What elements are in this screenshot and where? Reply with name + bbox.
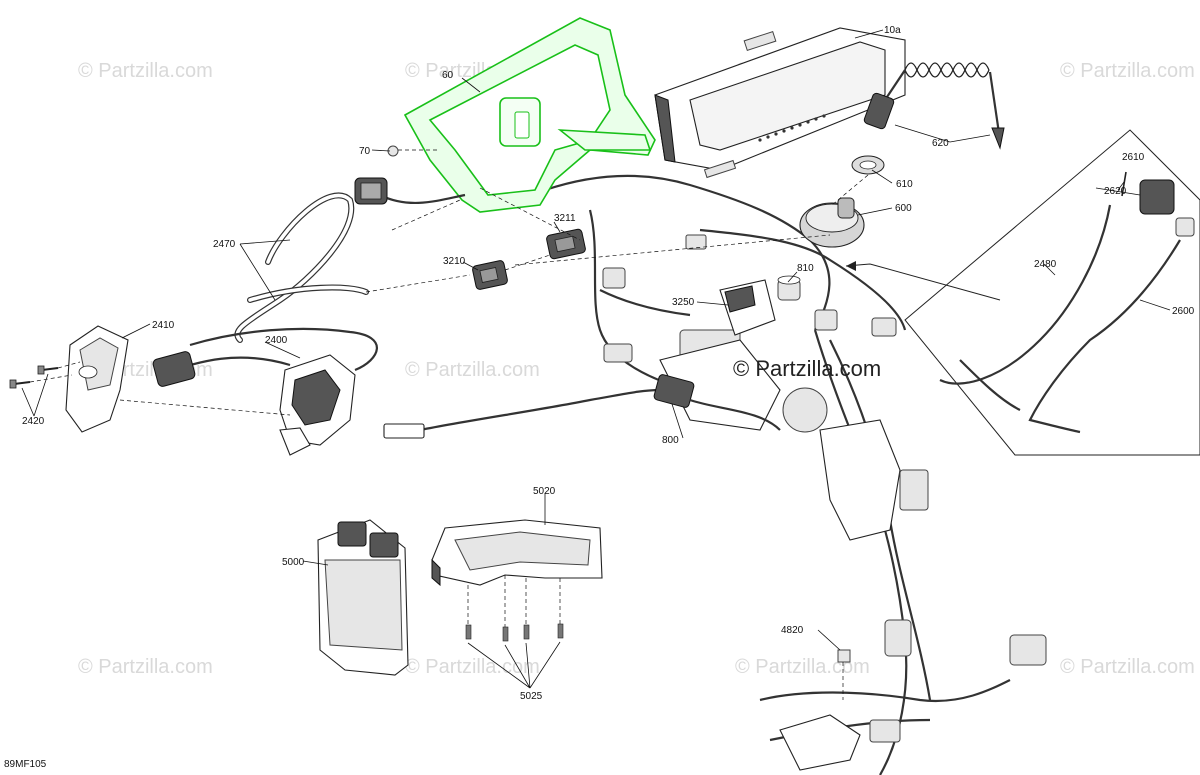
- harness-connector: [603, 343, 633, 363]
- harness-connector: [871, 317, 897, 337]
- harness-bracket: [819, 419, 901, 541]
- part-3211-connector[interactable]: [546, 228, 586, 260]
- callout-60[interactable]: 60: [442, 70, 454, 81]
- callout-10a[interactable]: 10a: [884, 25, 901, 36]
- callout-2470[interactable]: 2470: [213, 239, 236, 250]
- callout-4820[interactable]: 4820: [781, 625, 804, 636]
- part-800-connector[interactable]: [653, 374, 781, 431]
- harness-connector: [685, 234, 707, 250]
- part-3210-connector[interactable]: [472, 260, 508, 290]
- part-5020-bracket[interactable]: [431, 519, 603, 587]
- callout-3210[interactable]: 3210: [443, 256, 466, 267]
- callout-2620[interactable]: 2620: [1104, 186, 1127, 197]
- part-2610-connector[interactable]: [1139, 179, 1175, 215]
- leader-lines: [21, 29, 1171, 689]
- callout-2420[interactable]: 2420: [22, 416, 45, 427]
- callout-610[interactable]: 610: [896, 179, 913, 190]
- watermark: © Partzilla.com: [78, 656, 213, 678]
- harness-connector: [884, 619, 912, 657]
- harness-left-connector: [354, 177, 466, 205]
- part-5000-ecu[interactable]: [317, 519, 409, 676]
- watermark: © Partzilla.com: [735, 656, 870, 678]
- callout-810[interactable]: 810: [797, 263, 814, 274]
- callout-5000[interactable]: 5000: [282, 557, 305, 568]
- part-810-sensor[interactable]: [777, 275, 801, 301]
- callout-600[interactable]: 600: [895, 203, 912, 214]
- watermark: © Partzilla.com: [78, 60, 213, 82]
- callout-800[interactable]: 800: [662, 435, 679, 446]
- diagram-code: 89MF105: [4, 759, 47, 770]
- harness-connector: [1009, 634, 1047, 666]
- part-10a-display[interactable]: [654, 27, 906, 179]
- part-2400-switch[interactable]: [152, 327, 378, 456]
- callout-70[interactable]: 70: [359, 146, 371, 157]
- watermark: © Partzilla.com: [1060, 60, 1195, 82]
- harness-connector: [814, 309, 838, 331]
- part-620-lanyard[interactable]: [863, 62, 1005, 150]
- watermark: © Partzilla.com: [1060, 656, 1195, 678]
- part-2420-screws[interactable]: [9, 365, 59, 389]
- callout-2410[interactable]: 2410: [152, 320, 175, 331]
- callout-620[interactable]: 620: [932, 138, 949, 149]
- harness-bracket: [659, 339, 781, 431]
- callout-3211[interactable]: 3211: [554, 213, 576, 224]
- harness-connector: [869, 719, 901, 743]
- part-2410-housing[interactable]: [65, 325, 129, 433]
- harness-connector: [899, 469, 929, 511]
- callout-5025[interactable]: 5025: [520, 691, 543, 702]
- harness-connector: [602, 267, 626, 289]
- callout-labels: 10a 60 70 620 610 600 2610 2620 2480 260…: [22, 25, 1195, 702]
- callout-2600[interactable]: 2600: [1172, 306, 1195, 317]
- callout-2480[interactable]: 2480: [1034, 259, 1057, 270]
- callout-3250[interactable]: 3250: [672, 297, 695, 308]
- callout-5020[interactable]: 5020: [533, 486, 556, 497]
- inset-panel: [845, 129, 1200, 456]
- part-610-ring[interactable]: [851, 155, 885, 175]
- harness-bracket: [779, 714, 861, 771]
- part-2470-hose[interactable]: [234, 192, 369, 343]
- part-600-switch[interactable]: [799, 197, 865, 248]
- part-60-bracket[interactable]: [403, 17, 656, 213]
- callout-2400[interactable]: 2400: [265, 335, 288, 346]
- part-4820-nut[interactable]: [837, 649, 851, 663]
- assembly-lines: [29, 149, 869, 700]
- harness-connector: [383, 423, 425, 439]
- watermark: © Partzilla.com: [405, 359, 540, 381]
- main-harness: [383, 174, 1047, 775]
- part-5025-screws[interactable]: [465, 623, 564, 642]
- part-3250-module[interactable]: [719, 279, 776, 336]
- callout-2610[interactable]: 2610: [1122, 152, 1145, 163]
- watermark: © Partzilla.com: [405, 656, 540, 678]
- harness-grommet: [782, 387, 828, 433]
- watermark-center: © Partzilla.com: [733, 356, 881, 381]
